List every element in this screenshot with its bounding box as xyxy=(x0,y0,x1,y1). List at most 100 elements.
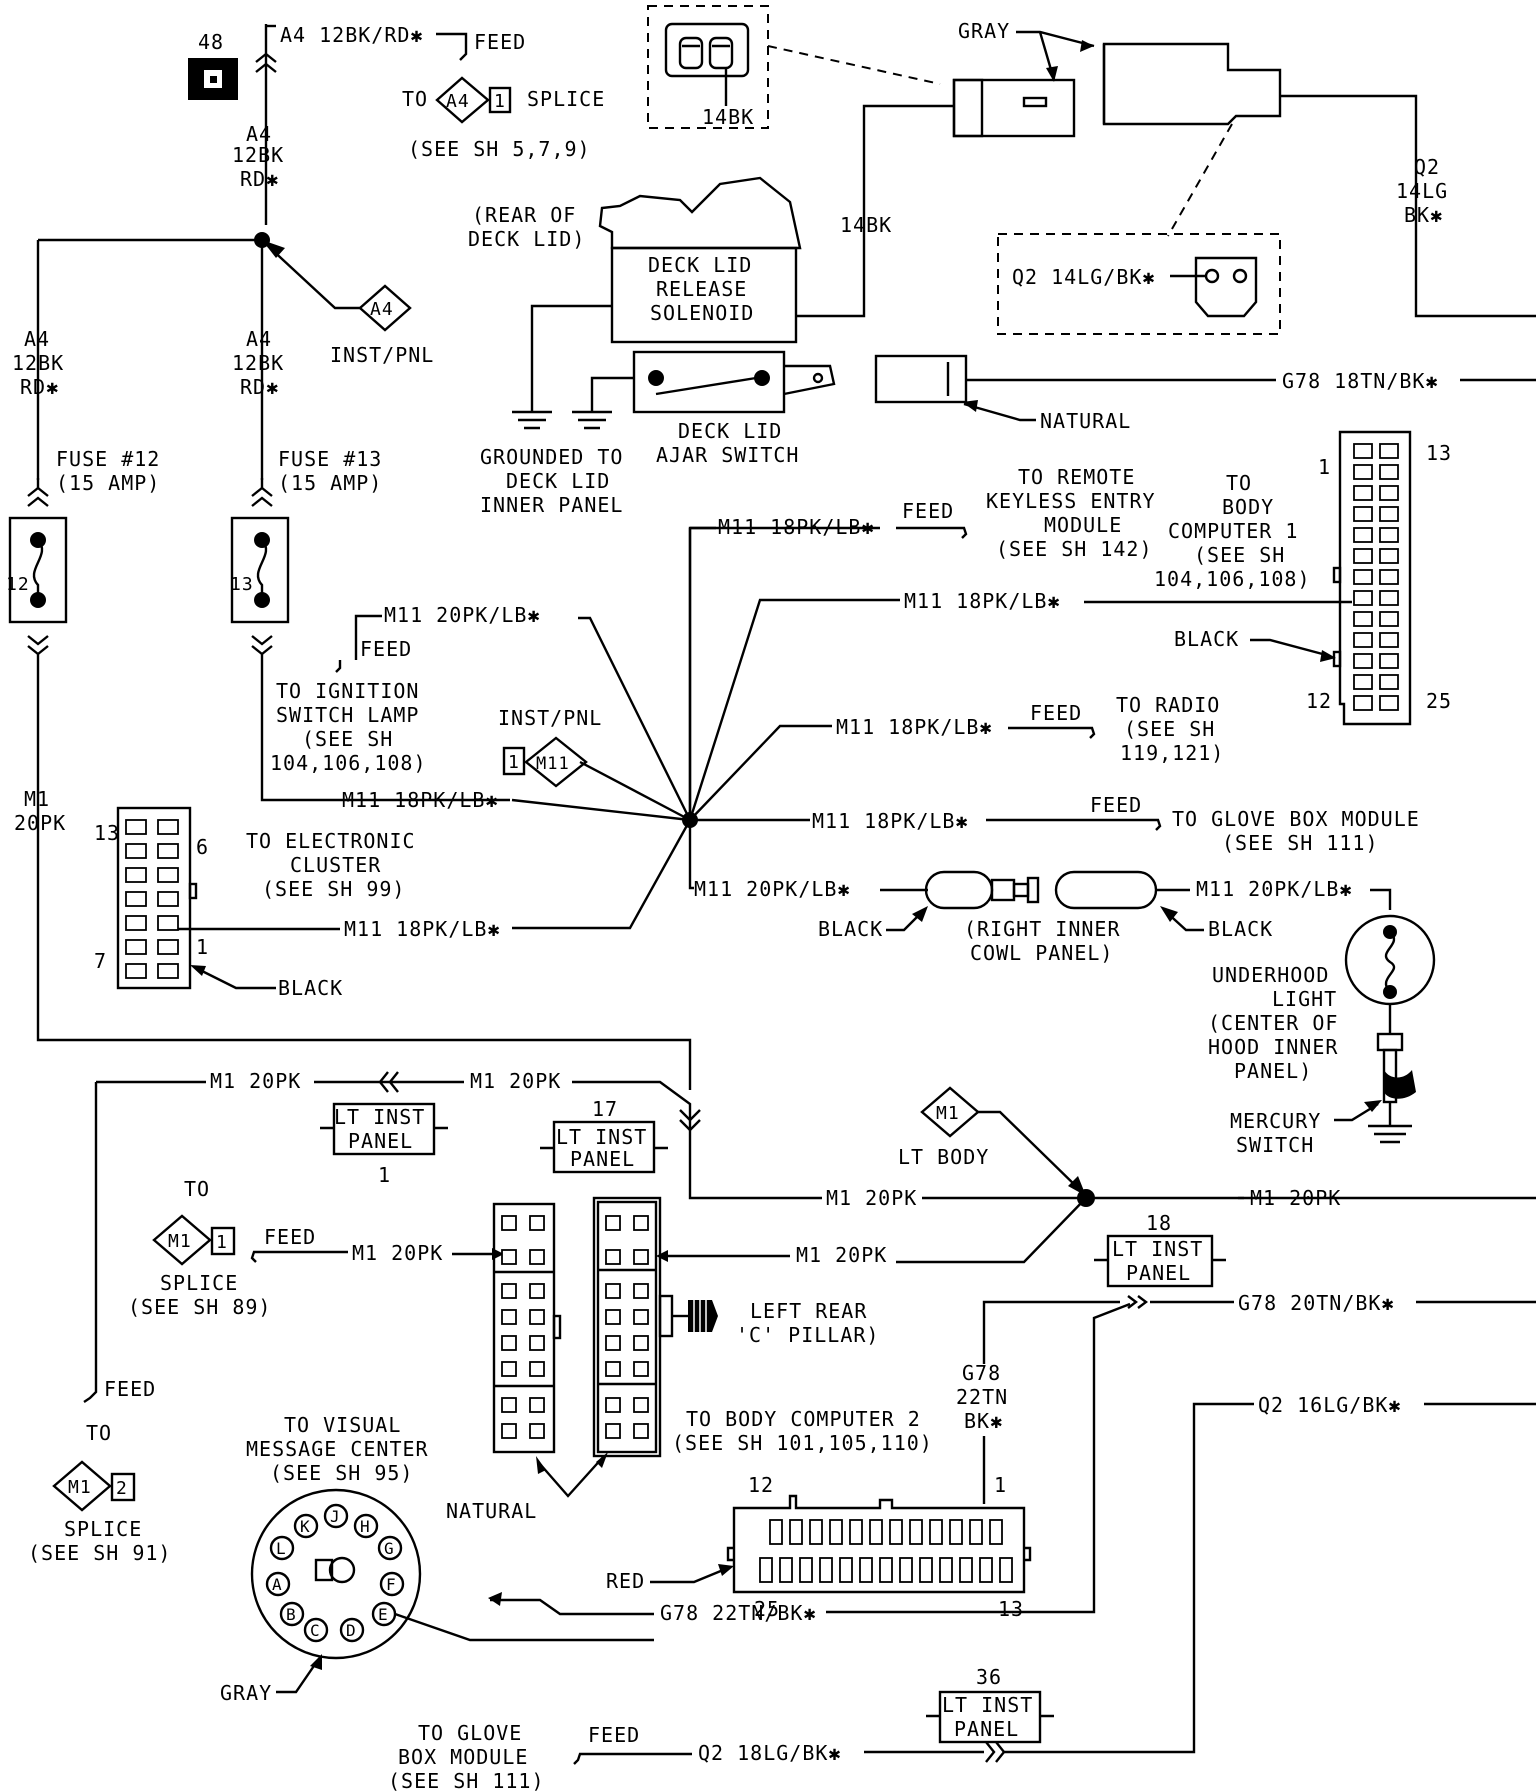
to-ign-line2: SWITCH LAMP xyxy=(276,703,419,727)
bc2-pin-12: 12 xyxy=(748,1473,774,1497)
g78-22-line1: G78 xyxy=(962,1361,1001,1385)
lt-body-label: LT BODY xyxy=(898,1145,989,1169)
bc2-cavity xyxy=(839,1557,853,1583)
a4-left-line2: 12BK xyxy=(12,351,64,375)
to-ec-line1: TO ELECTRONIC xyxy=(246,829,416,853)
a4-mid-line3: RD✱ xyxy=(240,167,279,191)
gb-line3: (SEE SH 111) xyxy=(388,1769,545,1792)
c-pillar-cavity xyxy=(529,1283,545,1299)
bc1-cavity xyxy=(1353,695,1373,711)
bc1-cavity xyxy=(1379,485,1399,501)
c-pillar-cavity xyxy=(605,1249,621,1265)
bc2-cavity xyxy=(919,1557,933,1583)
see-sheet-579: (SEE SH 5,7,9) xyxy=(408,137,591,161)
svg-text:L: L xyxy=(276,1539,287,1558)
bc1-pin-25: 25 xyxy=(1426,689,1452,713)
a4-mid-line2: 12BK xyxy=(232,143,284,167)
c-pillar-cavity xyxy=(529,1215,545,1231)
c-pillar-cavity xyxy=(605,1423,621,1439)
c-pillar-cavity xyxy=(633,1309,649,1325)
bc1-pin-13: 13 xyxy=(1426,441,1452,465)
connector-48-number: 48 xyxy=(198,30,224,54)
glove-line2: (SEE SH 111) xyxy=(1222,831,1379,855)
bc1-cavity xyxy=(1353,590,1373,606)
red-label: RED xyxy=(606,1569,645,1593)
radio-line3: 119,121) xyxy=(1120,741,1224,765)
c-pillar-cavity xyxy=(633,1361,649,1377)
solenoid-line3: SOLENOID xyxy=(650,301,754,325)
solenoid-line2: RELEASE xyxy=(656,277,747,301)
fuse-12: 12 xyxy=(6,486,68,656)
bc1-cavity xyxy=(1379,506,1399,522)
vmc-line1: TO VISUAL xyxy=(284,1413,401,1437)
black-ec-label: BLACK xyxy=(278,976,343,1000)
c-pillar-cavity xyxy=(633,1283,649,1299)
c-pillar-cavity xyxy=(501,1397,517,1413)
a4-left-line1: A4 xyxy=(24,327,50,351)
svg-text:A: A xyxy=(272,1575,283,1594)
bc1-cavity xyxy=(1353,611,1373,627)
body-computer-1-connector xyxy=(1332,430,1412,726)
wire-g78-18: G78 18TN/BK✱ xyxy=(1282,369,1439,393)
gray-top-label: GRAY xyxy=(958,19,1010,43)
black-cowl-right: BLACK xyxy=(1208,917,1273,941)
natural-connector xyxy=(874,354,968,404)
to-ec-line3: (SEE SH 99) xyxy=(262,877,405,901)
lt-inst-1-num: 1 xyxy=(378,1163,391,1187)
c-pillar-cavity xyxy=(605,1397,621,1413)
wire-m1-20-sp89: M1 20PK xyxy=(352,1241,443,1265)
black-bc1-label: BLACK xyxy=(1174,627,1239,651)
bc1-cavity xyxy=(1379,527,1399,543)
c-pillar-cavity xyxy=(501,1335,517,1351)
bc1-cavity xyxy=(1353,464,1373,480)
box-14bk: 14BK xyxy=(702,105,754,129)
c-pillar-cavity xyxy=(529,1309,545,1325)
underhood-line3: (CENTER OF xyxy=(1208,1011,1338,1035)
bc1-cavity xyxy=(1353,569,1373,585)
bc2-cavity xyxy=(809,1519,823,1545)
svg-text:E: E xyxy=(378,1605,389,1624)
deck-lid-solenoid xyxy=(598,176,802,344)
a4-mid-line1: A4 xyxy=(246,122,272,146)
vmc-pin-k: K xyxy=(293,1513,319,1539)
c-pillar-cavity xyxy=(605,1361,621,1377)
lt-inst-18-num: 18 xyxy=(1146,1211,1172,1235)
pillar-line1: LEFT REAR xyxy=(750,1299,867,1323)
gb-line2: BOX MODULE xyxy=(398,1745,528,1769)
rke-line2: KEYLESS ENTRY xyxy=(986,489,1156,513)
bc2-line2: (SEE SH 101,105,110) xyxy=(672,1431,933,1455)
bc1-pin-12: 12 xyxy=(1306,689,1332,713)
feed-label-1: FEED xyxy=(474,30,526,54)
wire-m11-20-cowl: M11 20PK/LB✱ xyxy=(694,877,851,901)
bc2-cavity xyxy=(979,1557,993,1583)
ec-pin-13: 13 xyxy=(94,821,120,845)
vmc-pin-d: D xyxy=(339,1617,365,1643)
bc2-cavity xyxy=(799,1557,813,1583)
bc2-cavity xyxy=(989,1519,1003,1545)
bc1-cavity xyxy=(1353,674,1373,690)
c-pillar-cavity xyxy=(605,1215,621,1231)
underhood-light xyxy=(1344,914,1436,1144)
lt-inst-panel-1 xyxy=(320,1102,448,1156)
c-pillar-cavity xyxy=(501,1215,517,1231)
splice-89-num: 1 xyxy=(216,1232,228,1253)
bc1-cavity xyxy=(1353,527,1373,543)
wire-q2-18: Q2 18LG/BK✱ xyxy=(698,1741,841,1765)
wire-m1-20-e: M1 20PK xyxy=(796,1243,887,1267)
c-pillar-cavity xyxy=(633,1249,649,1265)
bc1-cavity xyxy=(1353,632,1373,648)
wire-m11-18-ec: M11 18PK/LB✱ xyxy=(344,917,501,941)
a4-right-line3: RD✱ xyxy=(240,375,279,399)
bc1-cavity xyxy=(1379,443,1399,459)
bc1-line5: 104,106,108) xyxy=(1154,567,1311,591)
pillar-line2: 'C' PILLAR) xyxy=(736,1323,879,1347)
vmc-pin-f: F xyxy=(379,1571,405,1597)
ajar-line1: DECK LID xyxy=(678,419,782,443)
bc2-cavity xyxy=(859,1557,873,1583)
splice-89-line1: SPLICE xyxy=(160,1271,238,1295)
bc1-cavity xyxy=(1353,443,1373,459)
underhood-line5: PANEL) xyxy=(1234,1059,1312,1083)
feed-radio: FEED xyxy=(1030,701,1082,725)
ec-pin-6: 6 xyxy=(196,835,209,859)
lt-inst-18-line1: LT INST xyxy=(1112,1237,1203,1261)
